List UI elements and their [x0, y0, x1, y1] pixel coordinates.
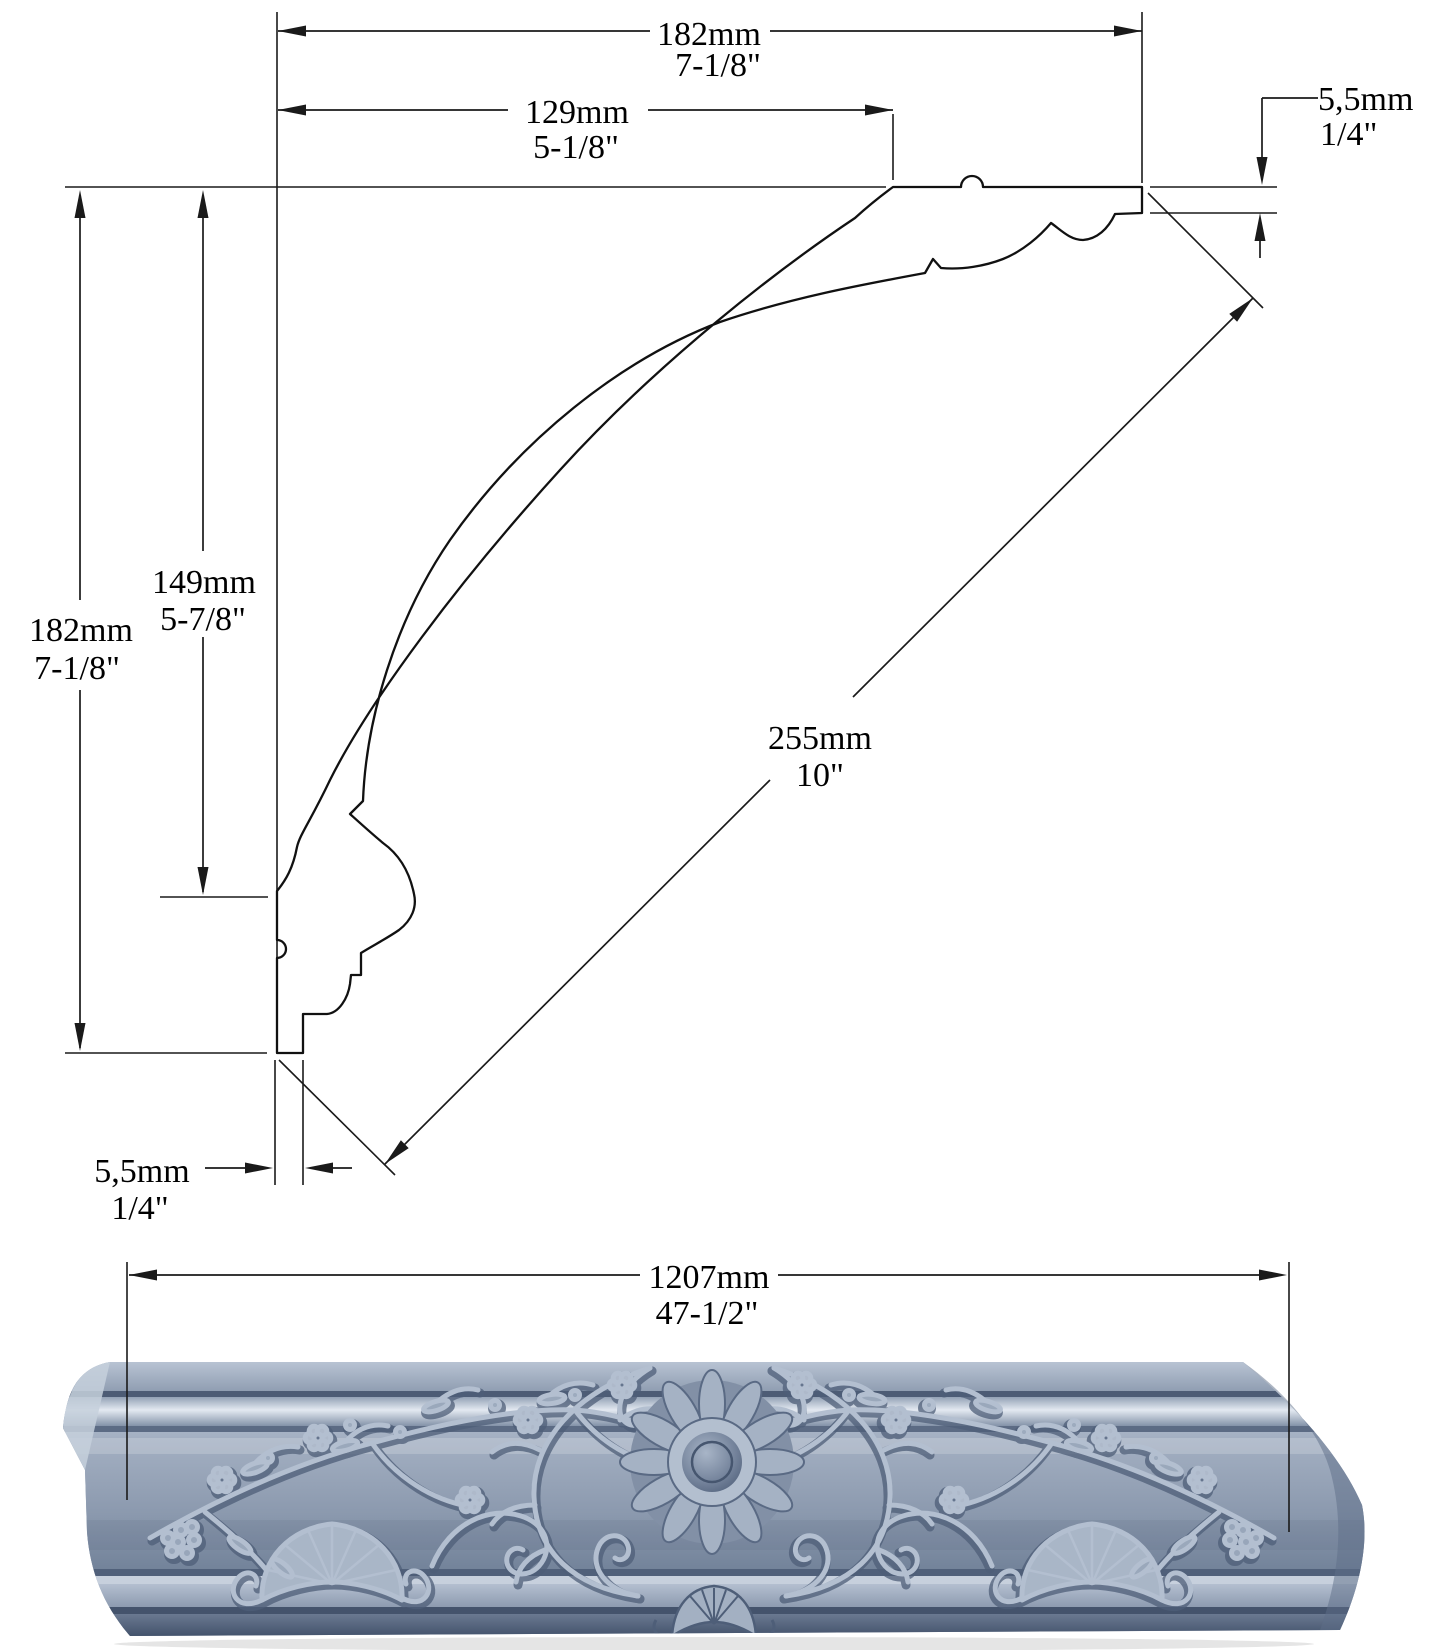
dim-length: 1207mm 47-1/2" — [126, 1259, 1290, 1532]
arrowhead — [278, 25, 306, 37]
arrowhead — [1259, 1269, 1287, 1281]
molding-3d-render — [63, 1362, 1365, 1650]
molding-profile-outline — [275, 174, 1144, 1055]
dim-label-top-thickness-mm: 5,5mm — [1318, 81, 1413, 118]
dim-thickness-bottom: 5,5mm 1/4" — [94, 1153, 352, 1227]
arrowhead — [245, 1162, 273, 1174]
dim-thickness-top: 5,5mm 1/4" — [1254, 81, 1413, 258]
dim-label-left-height-mm: 182mm — [29, 612, 133, 649]
dim-label-upper-width-mm: 129mm — [525, 94, 629, 131]
dim-width-top: 182mm 7-1/8" — [278, 16, 1142, 84]
dim-label-inner-height-mm: 149mm — [152, 564, 256, 601]
ext-line-diagonal-top — [1147, 192, 1264, 309]
arrowhead — [1229, 298, 1253, 322]
arrowhead — [278, 104, 306, 116]
dim-label-length-mm: 1207mm — [649, 1259, 770, 1296]
arrowhead — [1256, 157, 1268, 185]
dim-label-bottom-thickness-inch: 1/4" — [111, 1190, 168, 1227]
center-rosette — [619, 1369, 805, 1555]
molding-bands — [63, 1362, 1365, 1636]
dim-label-diagonal-inch: 10" — [796, 757, 844, 794]
arrowhead — [385, 1140, 409, 1164]
arrowhead — [74, 190, 86, 218]
arrowhead — [1254, 213, 1266, 241]
arrowhead — [197, 190, 209, 218]
dim-label-bottom-thickness-mm: 5,5mm — [94, 1153, 189, 1190]
dim-height-left: 182mm 7-1/8" — [29, 190, 133, 1051]
arrowhead — [865, 104, 893, 116]
dim-width-upper: 129mm 5-1/8" — [278, 94, 893, 166]
dim-label-diagonal-mm: 255mm — [768, 720, 872, 757]
ext-line-diagonal-bottom — [278, 1059, 396, 1176]
dim-label-top-width-inch: 7-1/8" — [675, 47, 761, 84]
arrowhead — [129, 1269, 157, 1281]
dim-label-top-width-mm: 182mm — [657, 16, 761, 53]
dim-height-inner: 149mm 5-7/8" — [152, 190, 256, 895]
center-palmette — [652, 1584, 776, 1636]
dim-label-length-inch: 47-1/2" — [656, 1295, 759, 1332]
dim-label-top-thickness-inch: 1/4" — [1320, 116, 1377, 153]
dim-label-left-height-inch: 7-1/8" — [34, 650, 120, 687]
molding-left-end-face — [63, 1362, 110, 1470]
construction-lines — [65, 12, 1277, 1185]
molding-shadow — [114, 1637, 1314, 1650]
dim-diagonal: 255mm 10" — [384, 297, 1254, 1165]
arrowhead — [74, 1023, 86, 1051]
arrowhead — [1114, 25, 1142, 37]
molding-right-end-shade — [1243, 1362, 1365, 1630]
arrowhead — [305, 1162, 333, 1174]
dim-label-upper-width-inch: 5-1/8" — [533, 129, 619, 166]
dim-label-inner-height-inch: 5-7/8" — [160, 601, 246, 638]
arrowhead — [197, 867, 209, 895]
